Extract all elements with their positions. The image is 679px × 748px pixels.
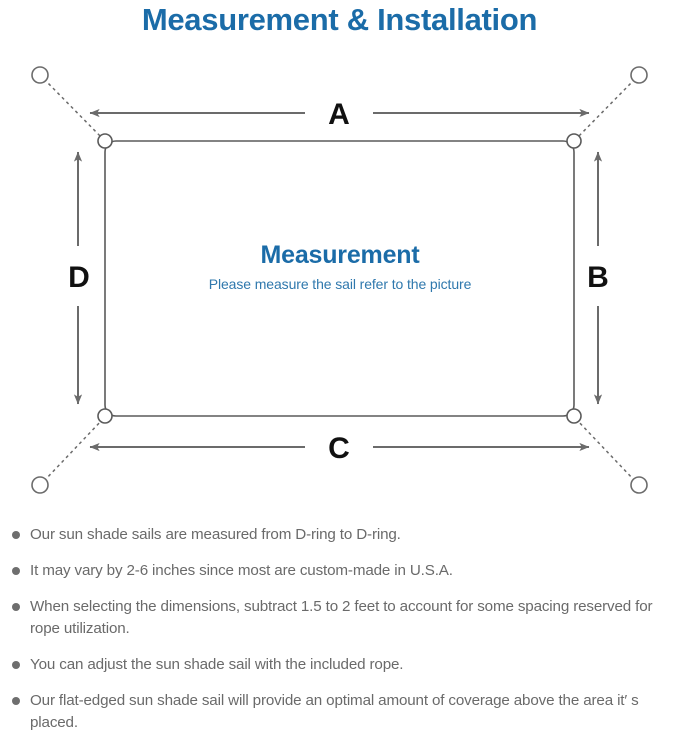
bullet-icon — [12, 697, 20, 705]
d-ring-top-left — [97, 133, 113, 149]
note-text: When selecting the dimensions, subtract … — [30, 598, 653, 637]
dimension-label-a: A — [328, 98, 350, 131]
sail-diagram-svg: A B C D — [31, 66, 648, 494]
list-item: Our flat-edged sun shade sail will provi… — [0, 690, 679, 734]
anchor-point-top-left — [31, 66, 49, 84]
list-item: You can adjust the sun shade sail with t… — [0, 654, 679, 676]
d-ring-top-right — [566, 133, 582, 149]
page-title: Measurement & Installation — [141, 2, 538, 37]
note-text: It may vary by 2-6 inches since most are… — [30, 562, 453, 579]
anchor-point-bottom-right — [630, 476, 648, 494]
dimension-label-c: C — [328, 432, 350, 465]
notes-list: Our sun shade sails are measured from D-… — [0, 524, 679, 748]
anchor-point-bottom-left — [31, 476, 49, 494]
dimension-label-b: B — [587, 261, 609, 294]
rope-top-right — [575, 78, 636, 140]
rope-top-left — [43, 78, 104, 140]
note-text: Our sun shade sails are measured from D-… — [30, 526, 401, 543]
rope-bottom-left — [43, 418, 104, 482]
dimension-label-d: D — [68, 261, 90, 294]
rope-bottom-right — [575, 418, 636, 482]
note-text: You can adjust the sun shade sail with t… — [30, 656, 404, 673]
sail-outline — [104, 140, 575, 417]
list-item: Our sun shade sails are measured from D-… — [0, 524, 679, 546]
d-rings — [97, 133, 582, 424]
measurement-diagram: A B C D Measurement Please measure the s… — [0, 44, 679, 514]
note-text: Our flat-edged sun shade sail will provi… — [30, 692, 639, 731]
d-ring-bottom-right — [566, 408, 582, 424]
bullet-icon — [12, 531, 20, 539]
list-item: When selecting the dimensions, subtract … — [0, 596, 679, 640]
bullet-icon — [12, 603, 20, 611]
bullet-icon — [12, 661, 20, 669]
bullet-icon — [12, 567, 20, 575]
anchor-points — [31, 66, 648, 494]
list-item: It may vary by 2-6 inches since most are… — [0, 560, 679, 582]
rope-lines — [43, 78, 636, 482]
anchor-point-top-right — [630, 66, 648, 84]
d-ring-bottom-left — [97, 408, 113, 424]
